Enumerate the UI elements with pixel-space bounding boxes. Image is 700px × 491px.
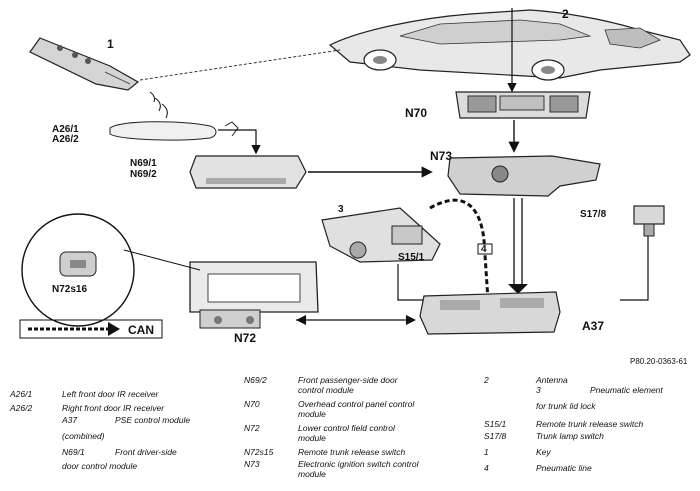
legend-code: S17/8 <box>484 431 506 441</box>
label-a37: A37 <box>582 319 604 333</box>
callout-2: 2 <box>562 7 569 21</box>
label-n73: N73 <box>430 149 452 163</box>
legend-desc: for trunk lid lock <box>536 401 596 411</box>
label-s15-1: S15/1 <box>398 252 425 263</box>
label-n69-2: N69/2 <box>130 169 157 180</box>
label-n69-1: N69/1 <box>130 158 157 169</box>
n72s15-switch-detail <box>21 213 135 327</box>
legend-code: 4 <box>484 463 489 473</box>
legend-desc: PSE control module <box>115 415 190 425</box>
legend: A26/1 Left front door IR receiver A26/2 … <box>9 375 663 479</box>
legend-desc: Remote trunk release switch <box>298 447 406 457</box>
legend-code: A26/1 <box>9 389 32 399</box>
legend-code: N72 <box>244 423 260 433</box>
legend-desc: Left front door IR receiver <box>62 389 160 399</box>
legend-code: A26/2 <box>9 403 32 413</box>
n73-to-a37-arrow <box>508 198 528 294</box>
s15-to-a37-line <box>397 264 430 301</box>
label-a26-2: A26/2 <box>52 134 79 145</box>
legend-desc: Remote trunk release switch <box>536 419 644 429</box>
legend-desc: Electronic ignition switch control <box>298 459 420 469</box>
legend-desc: Right front door IR receiver <box>62 403 165 413</box>
n72s15-pointer <box>123 249 201 271</box>
pneumatic-line-tag <box>477 243 493 255</box>
car-illustration <box>328 9 691 81</box>
legend-code: 3 <box>536 385 541 395</box>
legend-code: N73 <box>244 459 260 469</box>
legend-code: 2 <box>483 375 489 385</box>
callout-1: 1 <box>107 37 114 51</box>
n72-lower-module <box>189 261 319 329</box>
callout-3: 3 <box>338 204 344 215</box>
n69-door-module <box>189 155 307 189</box>
s17-8-trunk-lamp-switch <box>633 205 665 237</box>
a26-ir-receiver <box>109 121 239 141</box>
legend-desc: Front passenger-side door <box>298 375 399 385</box>
ir-dashed-line <box>139 49 341 81</box>
n73-ignition-module <box>447 155 601 197</box>
s17-to-a37-line <box>620 236 649 301</box>
legend-code: N72s15 <box>244 447 274 457</box>
legend-code: A37 <box>61 415 77 425</box>
label-can: CAN <box>128 323 154 337</box>
label-a26-1: A26/1 <box>52 124 79 135</box>
legend-desc: module <box>298 409 326 419</box>
legend-code: N69/2 <box>244 375 267 385</box>
legend-desc: Trunk lamp switch <box>536 431 604 441</box>
can-legend <box>19 319 163 339</box>
figure-reference: P80.20-0363-61 <box>630 357 688 366</box>
label-n72: N72 <box>234 331 256 345</box>
pneumatic-element <box>321 207 441 263</box>
label-n70: N70 <box>405 106 427 120</box>
legend-desc: Front driver-side <box>115 447 177 457</box>
n70-overhead-module <box>455 91 591 119</box>
label-n72s15: N72s16 <box>52 284 87 295</box>
legend-desc: Overhead control panel control <box>298 399 415 409</box>
legend-desc: Lower control field control <box>298 423 396 433</box>
legend-desc: door control module <box>62 461 137 471</box>
legend-desc: Pneumatic element <box>590 385 663 395</box>
legend-desc: module <box>298 469 326 479</box>
legend-desc: module <box>298 433 326 443</box>
callout-4: 4 <box>481 244 487 255</box>
legend-desc: control module <box>298 385 354 395</box>
key-illustration <box>29 37 140 91</box>
legend-desc: Pneumatic line <box>536 463 592 473</box>
legend-desc: (combined) <box>62 431 105 441</box>
legend-code: 1 <box>484 447 489 457</box>
pneumatic-line <box>429 198 490 301</box>
legend-code: N69/1 <box>62 447 85 457</box>
a26-to-n69-line <box>218 129 261 155</box>
legend-desc: Key <box>536 447 551 457</box>
a37-pse-module <box>419 291 561 335</box>
legend-desc: Antenna <box>535 375 568 385</box>
n72-a37-double-arrow <box>296 315 416 325</box>
label-s17-8: S17/8 <box>580 209 607 220</box>
ir-signal-waves <box>149 91 168 119</box>
legend-code: N70 <box>244 399 260 409</box>
legend-code: S15/1 <box>484 419 506 429</box>
